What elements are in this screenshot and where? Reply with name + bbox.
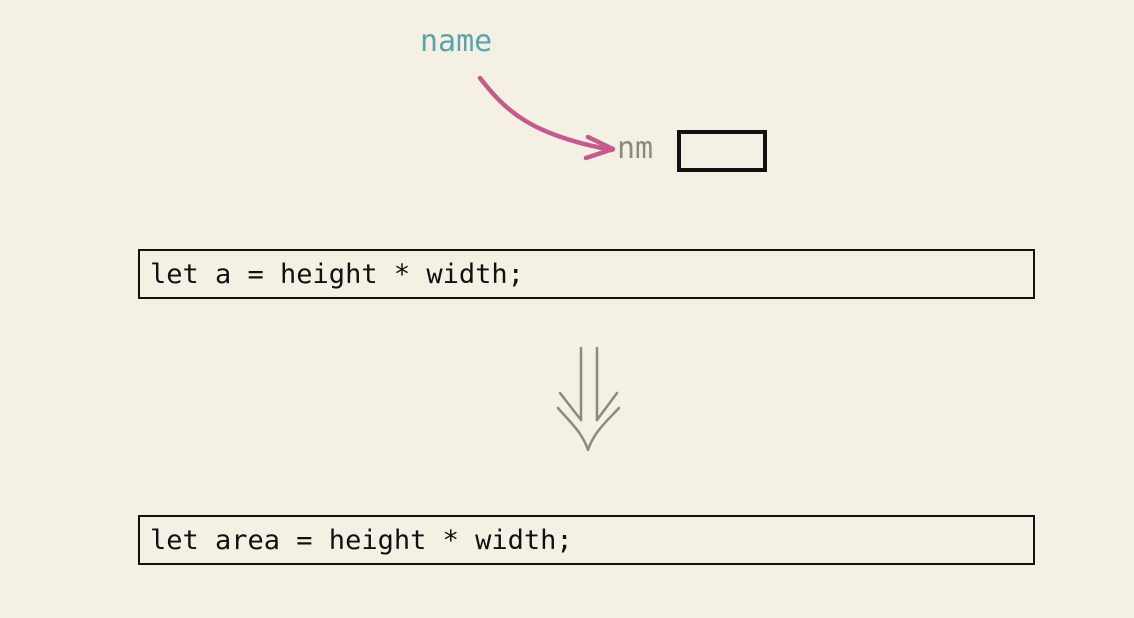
curved-arrow-icon (477, 75, 616, 161)
full-name-label: name (420, 24, 493, 59)
code-after-box: let area = height * width; (138, 515, 1035, 565)
code-after-text: let area = height * width; (150, 524, 573, 556)
abbreviation-label: nm (617, 131, 654, 166)
code-before-text: let a = height * width; (150, 258, 524, 290)
code-before-box: let a = height * width; (138, 249, 1035, 299)
variable-box (677, 130, 767, 172)
double-down-arrow-icon (556, 346, 621, 452)
